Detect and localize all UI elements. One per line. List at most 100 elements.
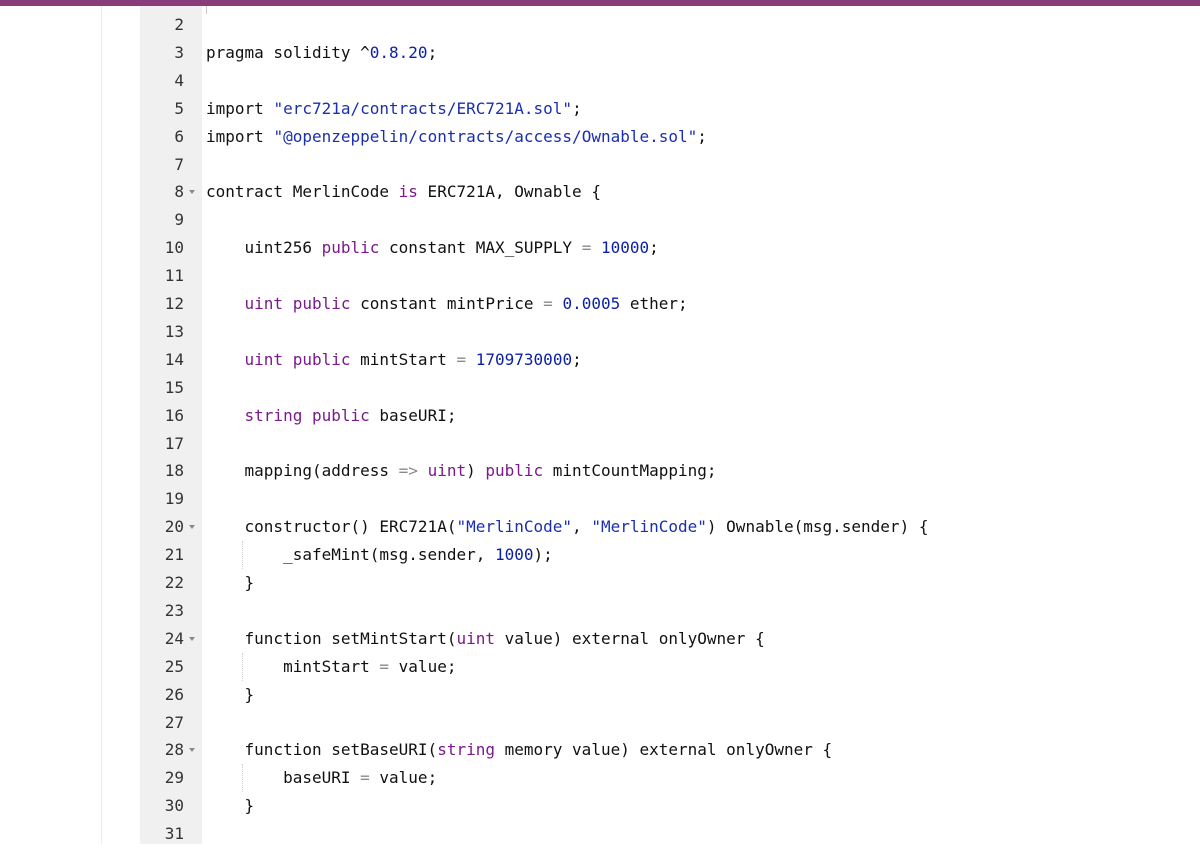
code-token: baseURI; <box>369 405 457 425</box>
code-token: 10000 <box>600 238 650 258</box>
code-line[interactable]: 10 uint256 public constant MAX_SUPPLY = … <box>0 234 1200 262</box>
code-token: constructor() ERC721A( <box>206 517 457 537</box>
code-line[interactable]: 13 <box>0 318 1200 346</box>
code-line[interactable]: 22 } <box>0 569 1200 597</box>
code-token: contract MerlinCode <box>206 182 399 202</box>
code-token: import <box>206 98 274 118</box>
code-token: = <box>360 768 370 788</box>
code-text: function setBaseURI(string memory value)… <box>206 736 833 764</box>
code-token: ; <box>427 42 438 62</box>
code-line[interactable]: 19 <box>0 485 1200 513</box>
code-token: ) <box>466 461 486 481</box>
code-text: function setMintStart(uint value) extern… <box>206 625 765 653</box>
code-line[interactable]: 26 } <box>0 681 1200 709</box>
top-accent-bar <box>0 0 1200 6</box>
line-number: 6 <box>174 126 184 146</box>
code-token <box>206 294 245 313</box>
code-text: constructor() ERC721A("MerlinCode", "Mer… <box>206 513 929 541</box>
code-token <box>591 238 601 257</box>
code-line[interactable]: 12 uint public constant mintPrice = 0.00… <box>0 290 1200 318</box>
code-token: = <box>456 349 467 369</box>
code-token: ether; <box>620 294 688 313</box>
code-line[interactable]: 4 <box>0 67 1200 95</box>
code-line[interactable]: 25 mintStart = value; <box>0 652 1200 681</box>
code-line[interactable]: 11 <box>0 262 1200 290</box>
code-token: baseURI <box>206 768 361 788</box>
line-number: 28 <box>164 740 184 760</box>
code-token: "@openzeppelin/contracts/access/Ownable.… <box>273 126 698 146</box>
line-number: 7 <box>174 154 184 174</box>
line-number: 23 <box>164 600 184 620</box>
line-number: 5 <box>174 98 184 118</box>
code-text: import "@openzeppelin/contracts/access/O… <box>206 123 707 151</box>
code-line[interactable]: 14 uint public mintStart = 1709730000; <box>0 346 1200 374</box>
code-token: pragma solidity ^ <box>206 42 370 62</box>
code-line[interactable]: 24 function setMintStart(uint value) ext… <box>0 625 1200 653</box>
triangle-down-icon[interactable] <box>189 636 195 641</box>
line-number: 21 <box>164 545 184 565</box>
code-token: public <box>321 238 380 258</box>
code-token: mintStart <box>206 656 380 676</box>
code-token: constant mintPrice <box>350 294 544 313</box>
left-panel-divider <box>101 6 102 844</box>
line-number: 14 <box>164 349 184 369</box>
code-line[interactable]: 20 constructor() ERC721A("MerlinCode", "… <box>0 513 1200 541</box>
code-text: _safeMint(msg.sender, 1000); <box>206 541 553 569</box>
code-line[interactable]: 29 baseURI = value; <box>0 764 1200 793</box>
code-line[interactable]: 23 <box>0 597 1200 625</box>
indent-guide <box>242 541 243 570</box>
line-number: 13 <box>164 321 184 341</box>
code-token: string <box>437 740 495 760</box>
code-text: string public baseURI; <box>206 402 457 430</box>
code-line[interactable]: 17 <box>0 430 1200 458</box>
line-number: 4 <box>174 70 184 90</box>
code-token: import <box>206 126 274 146</box>
code-token <box>466 350 476 369</box>
triangle-down-icon[interactable] <box>189 748 195 753</box>
line-number: 22 <box>164 573 184 592</box>
code-line[interactable]: 18 mapping(address => uint) public mintC… <box>0 457 1200 485</box>
code-token: } <box>206 796 255 816</box>
code-line[interactable]: 15 <box>0 374 1200 402</box>
code-token: = <box>581 238 592 258</box>
code-line[interactable]: 30 } <box>0 792 1200 820</box>
code-token: ; <box>649 238 659 258</box>
code-token: ERC721A, Ownable { <box>417 182 601 202</box>
code-line[interactable]: 31 <box>0 820 1200 848</box>
code-token: ; <box>572 98 582 118</box>
line-number: 17 <box>164 433 184 453</box>
code-line[interactable]: 27 <box>0 709 1200 737</box>
code-token: ) Ownable(msg.sender) { <box>706 517 929 537</box>
code-token: memory value) external onlyOwner { <box>494 740 833 760</box>
line-number-gutter <box>140 6 202 844</box>
line-number: 2 <box>174 15 184 34</box>
code-text: pragma solidity ^0.8.20; <box>206 39 437 67</box>
code-line[interactable]: 16 string public baseURI; <box>0 402 1200 430</box>
code-line[interactable]: 9 <box>0 206 1200 234</box>
line-number: 29 <box>164 768 184 788</box>
line-number: 9 <box>174 210 184 230</box>
code-token <box>206 406 245 425</box>
code-line[interactable]: 2 <box>0 11 1200 39</box>
triangle-down-icon[interactable] <box>189 190 195 195</box>
code-token: is <box>398 182 418 202</box>
code-text: } <box>206 569 255 597</box>
code-line[interactable]: 28 function setBaseURI(string memory val… <box>0 736 1200 764</box>
code-token: 0.0005 <box>562 294 621 313</box>
line-number: 24 <box>164 628 184 648</box>
code-token: mintStart <box>350 349 457 369</box>
indent-guide <box>242 764 243 793</box>
code-line[interactable]: 7 <box>0 151 1200 179</box>
indent-guide <box>242 652 243 681</box>
code-token: } <box>206 684 255 704</box>
code-line[interactable]: 6 import "@openzeppelin/contracts/access/… <box>0 123 1200 151</box>
code-token: function setBaseURI( <box>206 740 438 760</box>
code-line[interactable]: 21 _safeMint(msg.sender, 1000); <box>0 541 1200 570</box>
code-token: uint public <box>244 294 351 313</box>
code-token: value; <box>369 768 438 788</box>
triangle-down-icon[interactable] <box>189 525 195 530</box>
